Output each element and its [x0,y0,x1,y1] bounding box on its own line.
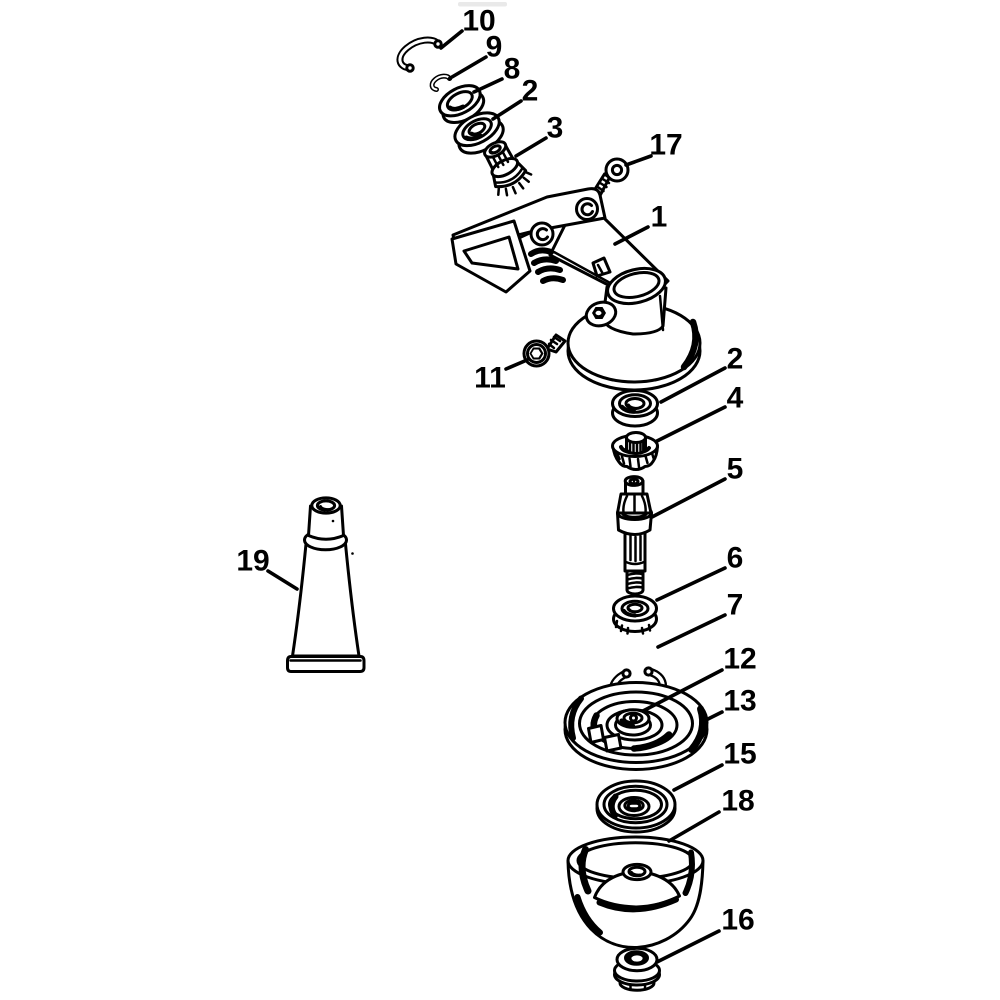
leader-line-shim-ring [472,77,504,94]
callout-7-snap-ring: 7 [656,589,744,649]
leader-line-bevel-gear [655,405,727,443]
leader-line-snap-ring [656,613,727,649]
callout-9-clip-washer: 9 [450,31,503,79]
part-number-clip-washer: 9 [486,31,503,64]
part-number-output-shaft: 5 [727,453,744,486]
callout-10-circlip: 10 [439,5,496,50]
callout-16-collar-nut: 16 [655,904,755,964]
part-number-protective-cup: 18 [721,785,754,818]
leader-line-locking-screw [504,358,529,371]
callout-4-bevel-gear: 4 [655,382,744,443]
part-number-rotating-plate: 13 [723,685,756,718]
part-rotating-plate [563,681,709,771]
part-number-thrust-washer: 15 [723,738,756,771]
part-ball-bearing-middle [611,389,659,428]
callout-18-protective-cup: 18 [667,785,755,843]
part-number-pinion-gear: 3 [547,112,564,145]
leader-line-plate-hub-bearing [641,668,724,713]
leader-line-circlip [439,29,464,50]
part-number-screw: 17 [649,129,682,162]
leader-line-protective-cup [667,810,721,843]
callout-6-ball-bearing-lower: 6 [655,542,744,602]
part-shim-ring [438,84,486,125]
callout-2-ball-bearing-upper: 2 [491,75,539,121]
callout-13-rotating-plate: 13 [702,685,757,723]
part-number-locking-screw: 11 [474,362,506,395]
part-number-ball-bearing-lower: 6 [727,542,744,575]
part-plate-hub-bearing [614,708,652,737]
part-number-snap-ring: 7 [727,589,744,622]
callout-5-output-shaft: 5 [650,453,744,519]
part-number-plate-hub-bearing: 12 [723,643,756,676]
callout-3-pinion-gear: 3 [514,112,564,158]
part-number-shim-ring: 8 [504,53,521,86]
part-grease-tube [286,496,366,673]
leader-line-clip-washer [450,55,488,79]
part-thrust-washer [595,779,677,834]
part-output-shaft [616,475,653,596]
leader-line-collar-nut [655,929,721,964]
part-gear-head-housing [450,187,702,392]
leader-line-ball-bearing-middle [659,366,727,404]
part-pinion-gear [483,140,533,197]
part-collar-nut [613,946,661,992]
leader-line-ball-bearing-upper [491,99,523,121]
callout-17-screw: 17 [624,129,683,167]
callout-19-grease-tube: 19 [236,545,299,591]
leader-line-gear-head-housing [613,225,650,246]
leader-line-pinion-gear [514,136,548,158]
leader-line-ball-bearing-lower [655,566,727,602]
leader-line-thrust-washer [672,763,724,792]
leader-line-rotating-plate [702,710,724,723]
leader-line-output-shaft [650,477,727,519]
part-number-bevel-gear: 4 [727,382,744,415]
part-ball-bearing-lower [612,594,658,635]
part-number-gear-head-housing: 1 [651,201,668,234]
callout-12-plate-hub-bearing: 12 [641,643,757,713]
part-number-grease-tube: 19 [236,545,269,578]
callout-11-locking-screw: 11 [474,358,529,395]
part-number-ball-bearing-upper: 2 [522,75,539,108]
leader-line-grease-tube [266,569,299,591]
part-number-collar-nut: 16 [721,904,754,937]
part-locking-screw [522,333,567,368]
leader-line-screw [624,154,653,167]
part-clip-washer [429,73,453,92]
part-bevel-gear [611,431,659,471]
callout-8-shim-ring: 8 [472,53,521,94]
part-number-ball-bearing-middle: 2 [727,343,744,376]
part-protective-cup [566,835,705,950]
part-number-circlip: 10 [462,5,495,38]
callout-15-thrust-washer: 15 [672,738,757,792]
callout-2-ball-bearing-middle: 2 [659,343,744,404]
callout-1-gear-head-housing: 1 [613,201,668,246]
part-circlip [396,36,443,73]
scan-artifact [458,2,507,7]
